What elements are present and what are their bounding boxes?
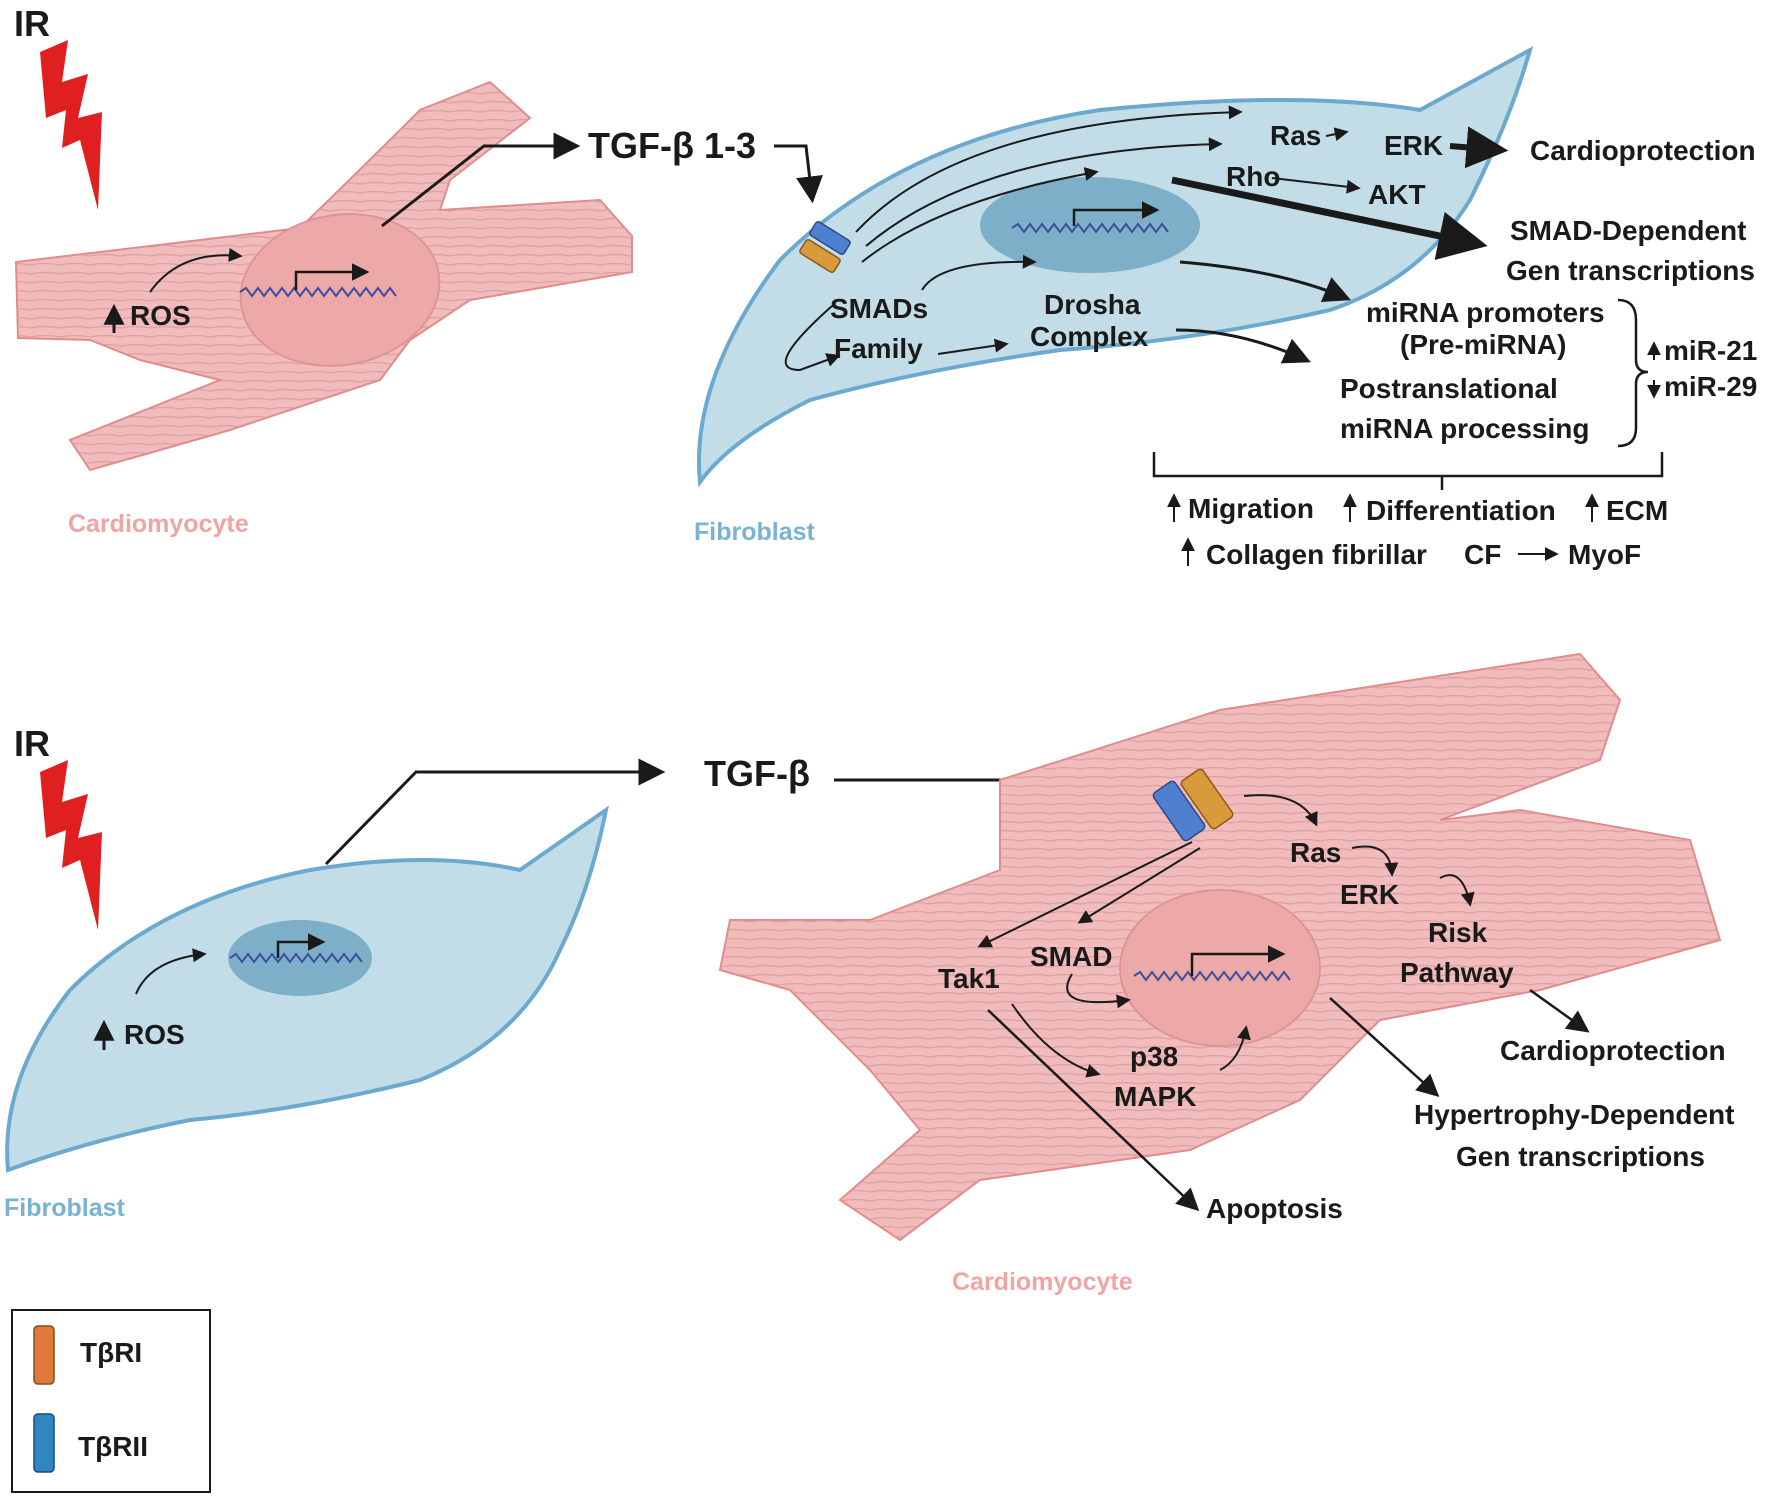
cardiomyocyte-label: Cardiomyocyte xyxy=(68,510,249,538)
receptor-tbr2-icon xyxy=(33,1413,55,1473)
mirna-promoters-label: miRNA promoters xyxy=(1366,297,1605,328)
pre-mirna-label: (Pre-miRNA) xyxy=(1400,329,1566,360)
mapk-label: MAPK xyxy=(1114,1081,1196,1112)
legend: TβRI TβRII xyxy=(11,1309,211,1493)
postranslational-label: Postranslational xyxy=(1340,373,1558,404)
lightning-bolt-icon xyxy=(40,40,102,210)
cardioprotection-label: Cardioprotection xyxy=(1500,1035,1726,1066)
tak1-label: Tak1 xyxy=(938,963,1000,994)
ros-label: ROS xyxy=(124,1019,185,1050)
lightning-bolt-icon xyxy=(40,760,102,930)
dna-icon xyxy=(1011,222,1169,234)
ir-label: IR xyxy=(14,3,50,44)
bracket-line xyxy=(1152,452,1664,490)
receptor-tbr1-icon xyxy=(33,1325,55,1385)
mirna-processing-label: miRNA processing xyxy=(1340,413,1589,444)
cardiomyocyte-label: Cardiomyocyte xyxy=(952,1268,1133,1296)
family-label: Family xyxy=(834,333,923,364)
differentiation-label: Differentiation xyxy=(1366,495,1556,526)
erk-label: ERK xyxy=(1384,130,1443,161)
gen-transcriptions-label: Gen transcriptions xyxy=(1506,255,1755,286)
migration-label: Migration xyxy=(1188,493,1314,524)
ras-label: Ras xyxy=(1290,837,1341,868)
dna-icon xyxy=(239,286,397,298)
transcription-start-arrow xyxy=(294,263,370,290)
risk-label: Risk xyxy=(1428,917,1488,948)
receptor-tbr1-icon xyxy=(799,239,841,273)
gen-transcriptions-label: Gen transcriptions xyxy=(1456,1141,1705,1172)
smad-label: SMAD xyxy=(1030,941,1112,972)
pathway-label: Pathway xyxy=(1400,957,1514,988)
legend-receptor-1: TβRI xyxy=(80,1337,142,1368)
receptor-tbr1-icon xyxy=(1180,768,1234,830)
receptor-tbr2-icon xyxy=(809,221,851,255)
p38-label: p38 xyxy=(1130,1041,1178,1072)
dna-icon xyxy=(229,952,363,964)
dna-icon xyxy=(1133,970,1291,982)
cardioprotection-label: Cardioprotection xyxy=(1530,135,1756,166)
ros-label: ROS xyxy=(130,300,191,331)
apoptosis-label: Apoptosis xyxy=(1206,1193,1343,1224)
hypertrophy-label: Hypertrophy-Dependent xyxy=(1414,1099,1734,1130)
tgf-beta-label: TGF-β xyxy=(704,753,810,794)
smads-label: SMADs xyxy=(830,293,928,324)
receptor-tbr2-icon xyxy=(1152,780,1206,842)
mir21-label: miR-21 xyxy=(1664,335,1757,366)
erk-label: ERK xyxy=(1340,879,1399,910)
complex-label: Complex xyxy=(1030,321,1149,352)
collagen-label: Collagen fibrillar xyxy=(1206,539,1427,570)
tgf-beta-label: TGF-β 1-3 xyxy=(588,125,756,166)
mir29-label: miR-29 xyxy=(1664,371,1757,402)
fibroblast-label: Fibroblast xyxy=(4,1194,126,1222)
ir-label: IR xyxy=(14,723,50,764)
legend-receptor-2: TβRII xyxy=(78,1431,148,1462)
cardiomyocyte-nucleus xyxy=(1119,889,1321,1047)
fibroblast-label: Fibroblast xyxy=(694,518,816,546)
ras-label: Ras xyxy=(1270,120,1321,151)
akt-label: AKT xyxy=(1368,179,1426,210)
myof-label: MyoF xyxy=(1568,539,1641,570)
smad-dependent-label: SMAD-Dependent xyxy=(1510,215,1746,246)
curly-brace xyxy=(1617,298,1649,448)
cf-label: CF xyxy=(1464,539,1501,570)
drosha-label: Drosha xyxy=(1044,289,1141,320)
ecm-label: ECM xyxy=(1606,495,1668,526)
rho-label: Rho xyxy=(1226,161,1280,192)
